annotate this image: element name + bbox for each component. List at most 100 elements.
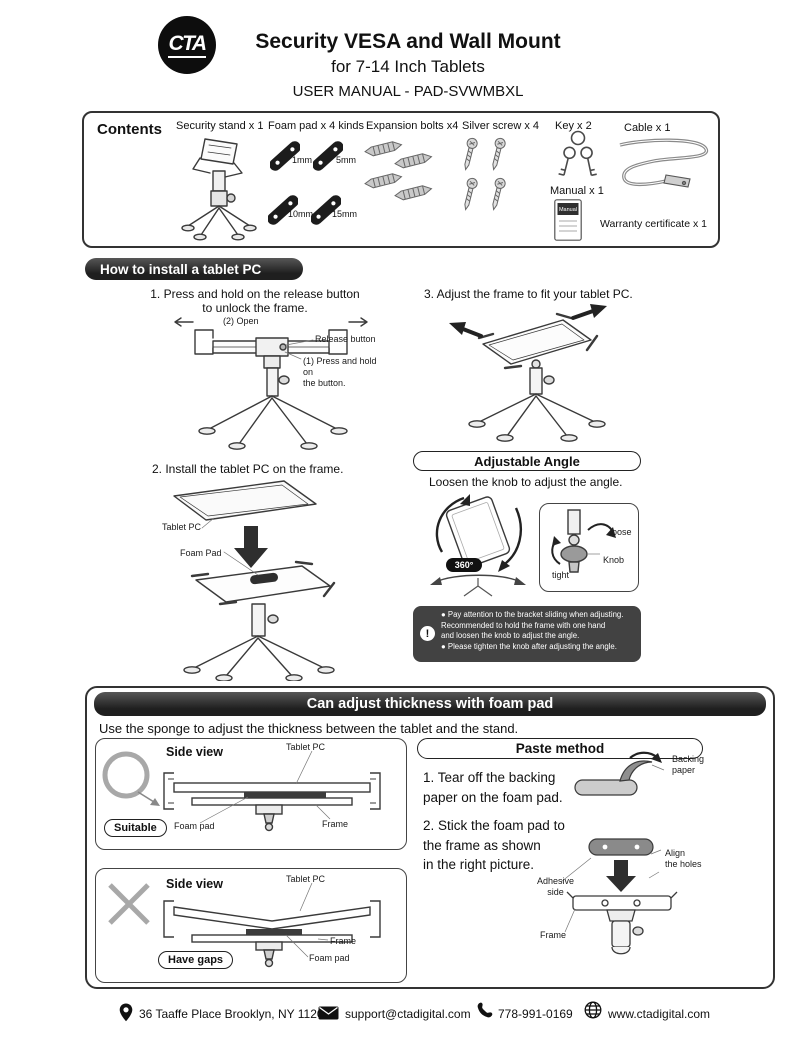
- contents-expansion-bolts-label: Expansion bolts x4: [366, 120, 459, 132]
- foam-size-label: 5mm: [336, 155, 356, 165]
- foam-pad-5mm-icon: [313, 141, 343, 171]
- contents-manual-label: Manual x 1: [550, 185, 604, 197]
- gaps-side-view-label: Side view: [166, 877, 223, 891]
- step2-foam-label: Foam Pad: [180, 548, 222, 558]
- frame-label: Frame: [540, 930, 567, 940]
- gaps-side-view-drawing: [108, 882, 381, 968]
- step1-open-label: (2) Open: [223, 316, 259, 326]
- foam-pad-1mm-icon: [270, 141, 300, 171]
- contents-cable-label: Cable x 1: [624, 122, 671, 134]
- install-step1-diagram: (2) Open Release button (1) Press and ho…: [163, 302, 381, 462]
- tight-label: tight: [552, 570, 570, 580]
- footer-phone: 778-991-0169: [498, 1007, 573, 1021]
- page-subtitle: for 7-14 Inch Tablets: [331, 57, 485, 76]
- expansion-bolt-icon: [364, 173, 403, 189]
- install-step2-diagram: Tablet PC Foam Pad: [132, 476, 354, 682]
- gaps-frame-label: Frame: [330, 936, 357, 946]
- contents-foam-pad-label: Foam pad x 4 kinds: [268, 120, 364, 132]
- footer-email: support@ctadigital.com: [345, 1007, 471, 1021]
- keys-icon: [558, 130, 597, 177]
- step2-tablet-label: Tablet PC: [162, 522, 202, 532]
- manual-cover-label: Manual: [559, 207, 577, 213]
- paste-step1-text: 1. Tear off the backing paper on the foa…: [423, 770, 563, 805]
- foam-section: Can adjust thickness with foam pad Use t…: [85, 686, 775, 989]
- step2-stand-drawing: [173, 480, 336, 682]
- suitable-side-view-label: Side view: [166, 745, 223, 759]
- foam-size-label: 1mm: [292, 155, 312, 165]
- adjustable-angle-title: Adjustable Angle: [413, 451, 641, 471]
- angle-warning-box: ! ● Pay attention to the bracket sliding…: [413, 606, 641, 662]
- angle-rotation-diagram: 360°: [420, 490, 538, 602]
- stick-foam-drawing: [560, 838, 678, 955]
- security-stand-illustration: [181, 138, 257, 241]
- paste-step1-diagram: [572, 750, 668, 802]
- cta-logo: CTA: [158, 16, 216, 74]
- foam-section-banner: Can adjust thickness with foam pad: [94, 692, 766, 716]
- knob-drawing: [551, 509, 616, 573]
- manual-model-line: USER MANUAL - PAD-SVWMBXL: [292, 83, 524, 100]
- manual-illustration: Manual: [554, 199, 582, 241]
- gaps-tablet-label: Tablet PC: [286, 874, 326, 884]
- have-gaps-box: Side view Tablet PC Frame Foam pad Have …: [95, 868, 407, 983]
- contents-security-stand-label: Security stand x 1: [176, 120, 264, 132]
- foam-pad-15mm-icon: [311, 195, 341, 225]
- foam-pad-10mm-icon: [268, 195, 298, 225]
- step1-release-label: Release button: [315, 334, 376, 344]
- contents-warranty-label: Warranty certificate x 1: [600, 218, 707, 230]
- backing-paper-label: Backing paper: [672, 754, 705, 775]
- knob-label: Knob: [603, 555, 625, 565]
- install-step3-diagram: [435, 300, 635, 450]
- install-step1-text: 1. Press and hold on the release button …: [150, 287, 360, 315]
- footer-website: www.ctadigital.com: [608, 1007, 711, 1021]
- expansion-bolt-icon: [394, 153, 433, 169]
- step1-press-label: (1) Press and hold on the button.: [303, 356, 377, 388]
- foam-intro-text: Use the sponge to adjust the thickness b…: [99, 721, 519, 736]
- expansion-bolt-icon: [364, 141, 403, 157]
- knob-diagram-box: loose Knob tight: [539, 503, 639, 592]
- foam-size-label: 15mm: [332, 209, 358, 219]
- suitable-box: Side view Tablet PC Foam pad Frame Suita…: [95, 738, 407, 850]
- step3-stand-drawing: [449, 304, 607, 442]
- paste-step2-text: 2. Stick the foam pad to the frame as sh…: [423, 818, 565, 873]
- header-titles: Security VESA and Wall Mount for 7-14 In…: [238, 30, 578, 100]
- loose-label: loose: [610, 527, 632, 537]
- contents-key-label: Key x 2: [555, 120, 592, 132]
- warning-icon: !: [420, 626, 435, 641]
- globe-icon: [584, 1001, 602, 1019]
- install-step2-text: 2. Install the tablet PC on the frame.: [152, 462, 344, 476]
- footer-address: 36 Taaffe Place Brooklyn, NY 11205: [139, 1007, 331, 1021]
- location-pin-icon: [119, 1003, 133, 1022]
- suitable-side-view-drawing: [102, 750, 381, 832]
- paste-step2-diagram: [559, 834, 685, 986]
- rotation-drawing: [430, 494, 526, 597]
- silver-screw-icon: [464, 137, 478, 171]
- step1-stand-drawing: [174, 317, 368, 450]
- have-gaps-badge: Have gaps: [158, 951, 234, 969]
- email-icon: [318, 1006, 339, 1020]
- phone-icon: [477, 1002, 493, 1018]
- expansion-bolt-icon: [394, 185, 433, 201]
- suitable-tablet-label: Tablet PC: [286, 742, 326, 752]
- cta-logo-text: CTA: [168, 33, 207, 58]
- silver-screw-icon: [492, 177, 506, 211]
- suitable-badge: Suitable: [104, 819, 167, 837]
- paste-method-title: Paste method: [417, 738, 703, 759]
- cable-illustration: [619, 138, 708, 188]
- peel-backing-drawing: [574, 751, 665, 796]
- contents-box: Contents Security stand x 1 Foam pad x 4…: [82, 111, 720, 248]
- foam-size-label: 10mm: [288, 209, 314, 219]
- silver-screw-icon: [464, 177, 478, 211]
- adhesive-side-label: Adhesive side: [537, 876, 575, 897]
- page-title: Security VESA and Wall Mount: [255, 30, 561, 53]
- install-section-banner: How to install a tablet PC: [85, 258, 303, 280]
- suitable-frame-label: Frame: [322, 819, 349, 829]
- contents-silver-screw-label: Silver screw x 4: [462, 120, 540, 132]
- gaps-foam-label: Foam pad: [309, 953, 350, 963]
- adjustable-angle-caption: Loosen the knob to adjust the angle.: [429, 475, 623, 489]
- warning-text: ● Pay attention to the bracket sliding w…: [441, 610, 624, 651]
- suitable-foam-label: Foam pad: [174, 821, 215, 831]
- silver-screw-icon: [492, 137, 506, 171]
- deg-360-badge: 360°: [446, 558, 482, 572]
- align-holes-label: Align the holes: [665, 848, 702, 869]
